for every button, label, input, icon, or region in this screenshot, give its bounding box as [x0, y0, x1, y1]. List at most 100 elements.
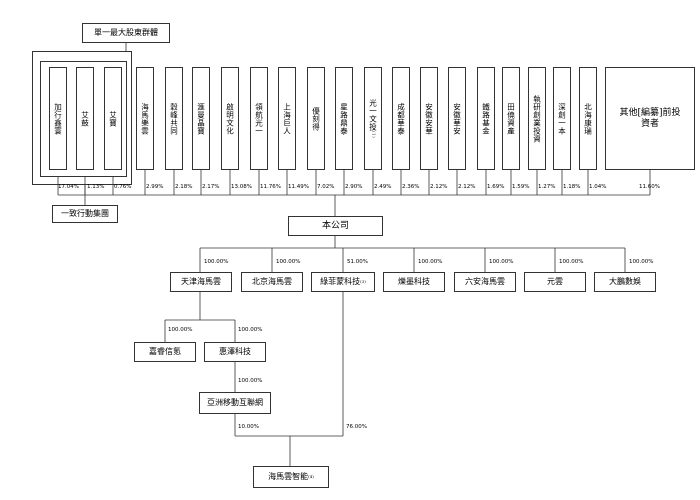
shareholder-box: 北海康瑞 — [579, 67, 597, 170]
shareholder-box: 深創一本 — [553, 67, 571, 170]
subsidiary-pct: 100.00% — [168, 327, 193, 333]
shareholding-pct: 1.27% — [538, 184, 556, 190]
shareholder-box: 領航光一 — [250, 67, 268, 170]
subsidiary-pct: 100.00% — [489, 259, 514, 265]
largest-shareholder-group-frame — [32, 51, 132, 185]
shareholding-pct: 2.12% — [458, 184, 476, 190]
bottom-entity-name: 海馬雲智能 — [268, 472, 309, 482]
shareholding-pct: 1.59% — [512, 184, 530, 190]
shareholder-name: 艾鼓 — [80, 110, 90, 127]
shareholder-name: 領航光一 — [254, 102, 264, 135]
footnote-marker: (1) — [371, 130, 377, 139]
shareholding-pct: 0.76% — [114, 184, 132, 190]
shareholder-box: 鐵路基金 — [477, 67, 495, 170]
shareholder-name: 其他[編纂]前投資者 — [619, 107, 681, 129]
shareholding-pct: 1.13% — [87, 184, 105, 190]
shareholding-pct: 11.49% — [288, 184, 309, 190]
subsidiary-box: 天津海馬雲 — [170, 272, 232, 292]
shareholder-name: 啟明文化 — [225, 102, 235, 135]
subsidiary-box: 綠菲蒙科技 (3) — [311, 272, 375, 292]
shareholding-pct: 13.08% — [231, 184, 252, 190]
shareholder-name: 優刻得 — [311, 106, 321, 131]
shareholder-box: 艾寶 — [104, 67, 122, 170]
subsidiary-box: 大鵬數娛 — [594, 272, 656, 292]
subsidiary-name: 爍墨科技 — [398, 277, 430, 287]
subsidiary-pct: 51.00% — [347, 259, 368, 265]
shareholding-pct: 2.17% — [202, 184, 220, 190]
shareholder-name: 上海巨人 — [282, 102, 292, 135]
shareholder-name: 田僥資產 — [506, 102, 516, 135]
bottom-entity-box: 海馬雲智能 (4) — [253, 466, 329, 488]
shareholding-pct: 10.00% — [238, 424, 259, 430]
subsidiary-box: 亞洲移動互聯網 — [199, 392, 271, 414]
shareholder-box: 啟明文化 — [221, 67, 239, 170]
shareholder-name: 執研創業投資 — [532, 94, 542, 143]
shareholding-pct: 7.02% — [317, 184, 335, 190]
subsidiary-pct: 100.00% — [418, 259, 443, 265]
shareholding-pct: 11.60% — [639, 184, 660, 190]
subsidiary-name: 惠澤科技 — [219, 347, 251, 357]
subsidiary-name: 元雲 — [547, 277, 563, 287]
subsidiary-name: 亞洲移動互聯網 — [207, 398, 263, 408]
shareholder-box: 穀峰共同 — [165, 67, 183, 170]
shareholder-name: 安徽安華 — [424, 102, 434, 135]
shareholding-pct: 1.18% — [563, 184, 581, 190]
shareholder-box: 田僥資產 — [502, 67, 520, 170]
shareholding-pct: 11.76% — [260, 184, 281, 190]
subsidiary-pct: 100.00% — [238, 378, 263, 384]
shareholder-name: 艾寶 — [108, 110, 118, 127]
subsidiary-box: 爍墨科技 — [383, 272, 445, 292]
subsidiary-pct: 100.00% — [629, 259, 654, 265]
shareholding-pct: 2.99% — [146, 184, 164, 190]
subsidiary-box: 惠澤科技 — [204, 342, 266, 362]
footnote-marker: (4) — [308, 473, 314, 479]
shareholder-name: 加行鑫寰 — [53, 102, 63, 135]
shareholding-pct: 2.18% — [175, 184, 193, 190]
company-box: 本公司 — [288, 216, 383, 236]
subsidiary-pct: 100.00% — [238, 327, 263, 333]
subsidiary-box: 元雲 — [524, 272, 586, 292]
shareholder-box: 海馬樂雲 — [136, 67, 154, 170]
subsidiary-pct: 100.00% — [559, 259, 584, 265]
shareholder-box: 光一文投 (1) — [364, 67, 382, 170]
subsidiary-name: 天津海馬雲 — [181, 277, 221, 287]
shareholder-box: 執研創業投資 — [528, 67, 546, 170]
subsidiary-box: 嘉睿信氪 — [134, 342, 196, 362]
footnote-marker: (3) — [360, 278, 366, 284]
shareholder-box: 安徽華安 — [448, 67, 466, 170]
shareholder-name: 星路鼎泰 — [339, 102, 349, 135]
shareholding-pct: 1.04% — [589, 184, 607, 190]
shareholder-name: 安徽華安 — [452, 102, 462, 135]
shareholding-pct: 2.36% — [402, 184, 420, 190]
shareholder-box: 加行鑫寰 — [49, 67, 67, 170]
shareholder-name: 北海康瑞 — [583, 102, 593, 135]
shareholder-box: 星路鼎泰 — [335, 67, 353, 170]
subsidiary-box: 六安海馬雲 — [454, 272, 516, 292]
shareholder-box: 艾鼓 — [76, 67, 94, 170]
shareholding-pct: 2.49% — [374, 184, 392, 190]
subsidiary-name: 北京海馬雲 — [252, 277, 292, 287]
concert-group-label: 一致行動集團 — [61, 209, 109, 219]
subsidiary-name: 大鵬數娛 — [609, 277, 641, 287]
shareholder-name: 滙曼晶寶 — [196, 102, 206, 135]
other-investors-box: 其他[編纂]前投資者 — [605, 67, 695, 170]
shareholder-box: 安徽安華 — [420, 67, 438, 170]
concert-group-box: 一致行動集團 — [52, 205, 118, 223]
subsidiary-pct: 100.00% — [276, 259, 301, 265]
subsidiary-name: 六安海馬雲 — [465, 277, 505, 287]
subsidiary-name: 綠菲蒙科技 — [320, 277, 361, 287]
shareholder-box: 滙曼晶寶 — [192, 67, 210, 170]
shareholding-pct: 17.04% — [58, 184, 79, 190]
largest-shareholder-group-label: 單一最大股東群體 — [94, 28, 158, 38]
shareholding-pct: 76.00% — [346, 424, 367, 430]
shareholder-name: 深創一本 — [557, 102, 567, 135]
shareholder-name: 海馬樂雲 — [140, 102, 150, 135]
shareholding-pct: 1.69% — [487, 184, 505, 190]
subsidiary-pct: 100.00% — [204, 259, 229, 265]
shareholder-name: 成都華泰 — [396, 102, 406, 135]
company-label: 本公司 — [321, 220, 349, 231]
subsidiary-box: 北京海馬雲 — [241, 272, 303, 292]
shareholder-name: 光一文投 — [368, 98, 378, 131]
shareholder-box: 成都華泰 — [392, 67, 410, 170]
